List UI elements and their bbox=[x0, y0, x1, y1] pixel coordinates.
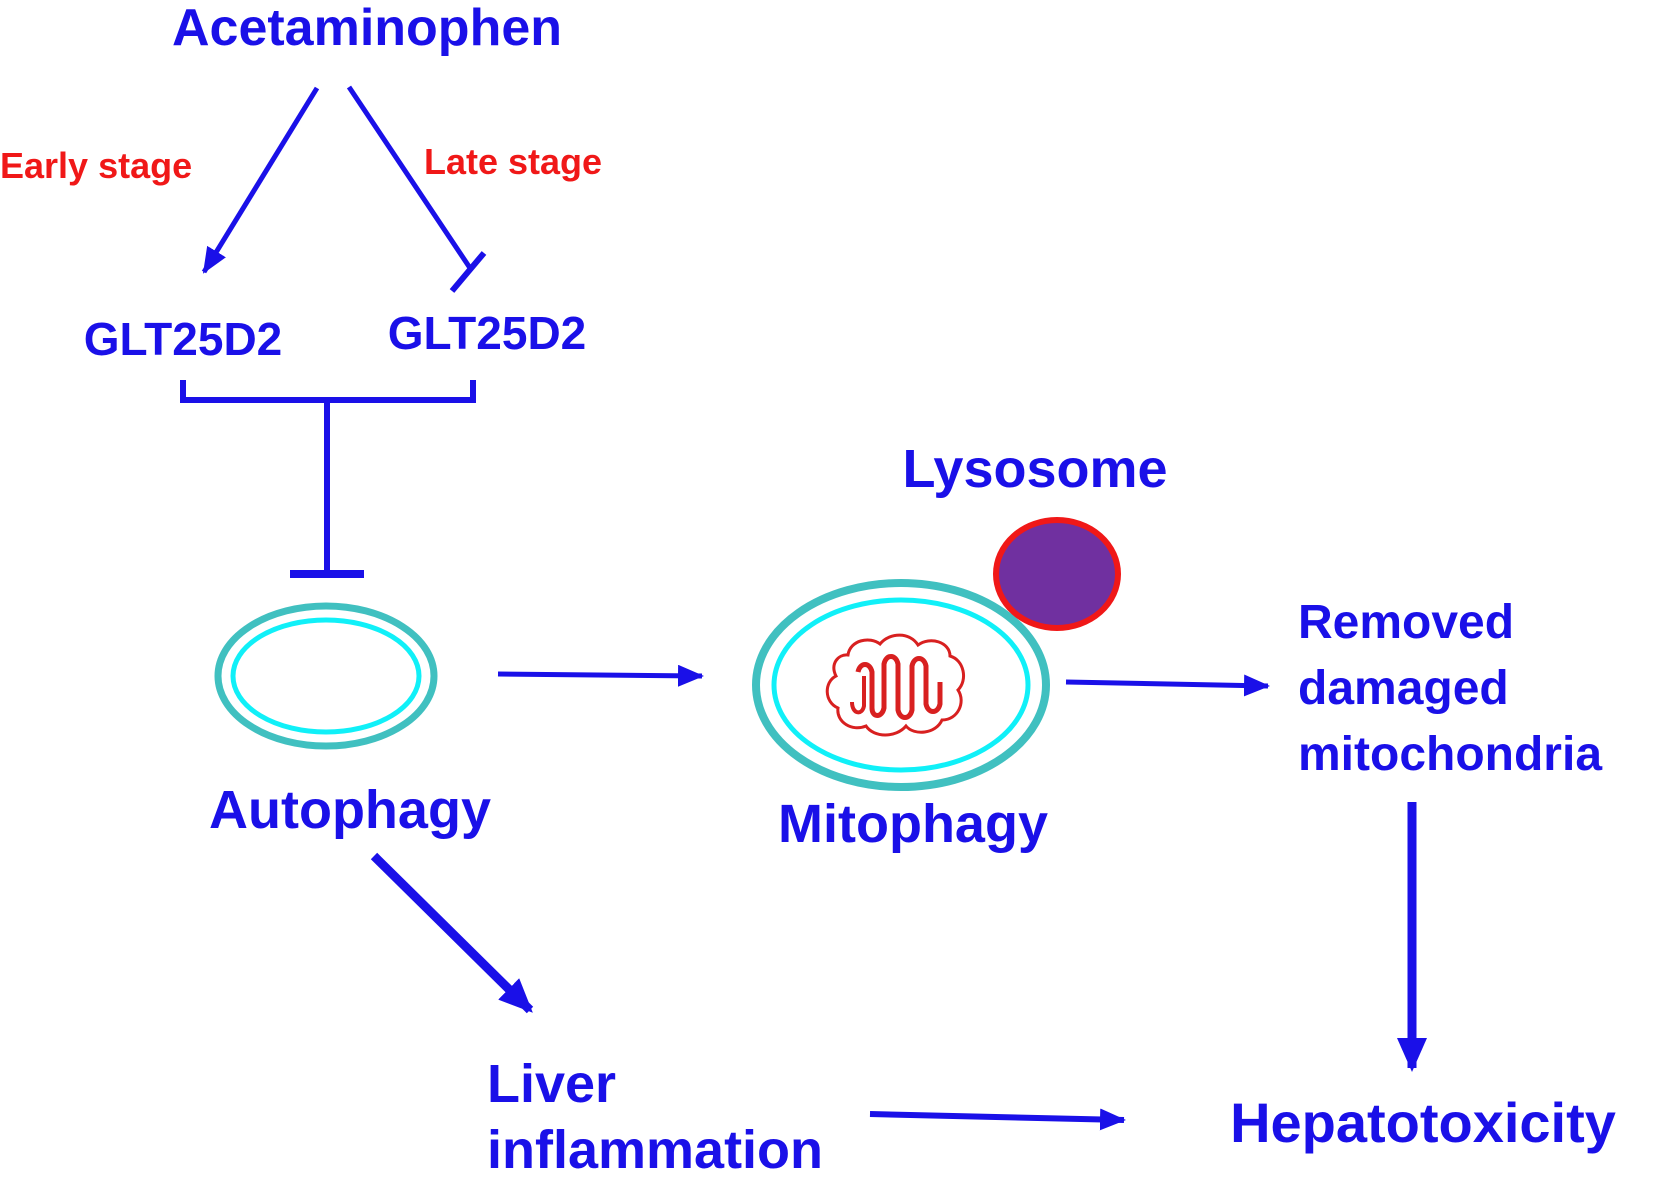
late-stage-label: Late stage bbox=[424, 141, 602, 182]
early-stage-arrow bbox=[201, 86, 320, 274]
liver-inflammation-to-hepatotoxicity-arrow bbox=[869, 1108, 1126, 1131]
removed-line-1: Removed bbox=[1298, 596, 1514, 649]
liver-line-1: Liver bbox=[487, 1054, 616, 1114]
glt25d2-early-label: GLT25D2 bbox=[84, 313, 283, 365]
mitophagy-to-removed-arrow bbox=[1065, 674, 1270, 697]
glt25d2-bracket bbox=[180, 380, 476, 403]
late-stage-inhibition-bar bbox=[449, 251, 487, 293]
liver-inflammation-label: Liver inflammation bbox=[487, 1054, 823, 1180]
lysosome-label: Lysosome bbox=[902, 439, 1167, 499]
glt25d2-late-label: GLT25D2 bbox=[388, 307, 587, 359]
mitophagosome-icon bbox=[752, 579, 1050, 791]
autophagy-label: Autophagy bbox=[209, 780, 491, 840]
liver-line-2: inflammation bbox=[487, 1120, 823, 1180]
removed-line-2: damaged bbox=[1298, 662, 1509, 715]
removed-damaged-mitochondria-label: Removed damaged mitochondria bbox=[1298, 596, 1602, 781]
lysosome-icon bbox=[993, 517, 1121, 631]
mitochondrion-icon bbox=[825, 633, 966, 737]
removed-line-3: mitochondria bbox=[1298, 728, 1602, 781]
autophagosome-icon bbox=[214, 602, 438, 750]
autophagy-to-mitophagy-arrow bbox=[497, 664, 704, 687]
autophagy-to-liver-inflammation-arrow bbox=[370, 852, 534, 1014]
early-stage-label: Early stage bbox=[0, 145, 192, 186]
late-stage-inhibition-line bbox=[346, 85, 473, 270]
acetaminophen-label: Acetaminophen bbox=[172, 0, 562, 57]
mitophagy-label: Mitophagy bbox=[778, 794, 1048, 854]
hepatotoxicity-label: Hepatotoxicity bbox=[1230, 1091, 1616, 1154]
